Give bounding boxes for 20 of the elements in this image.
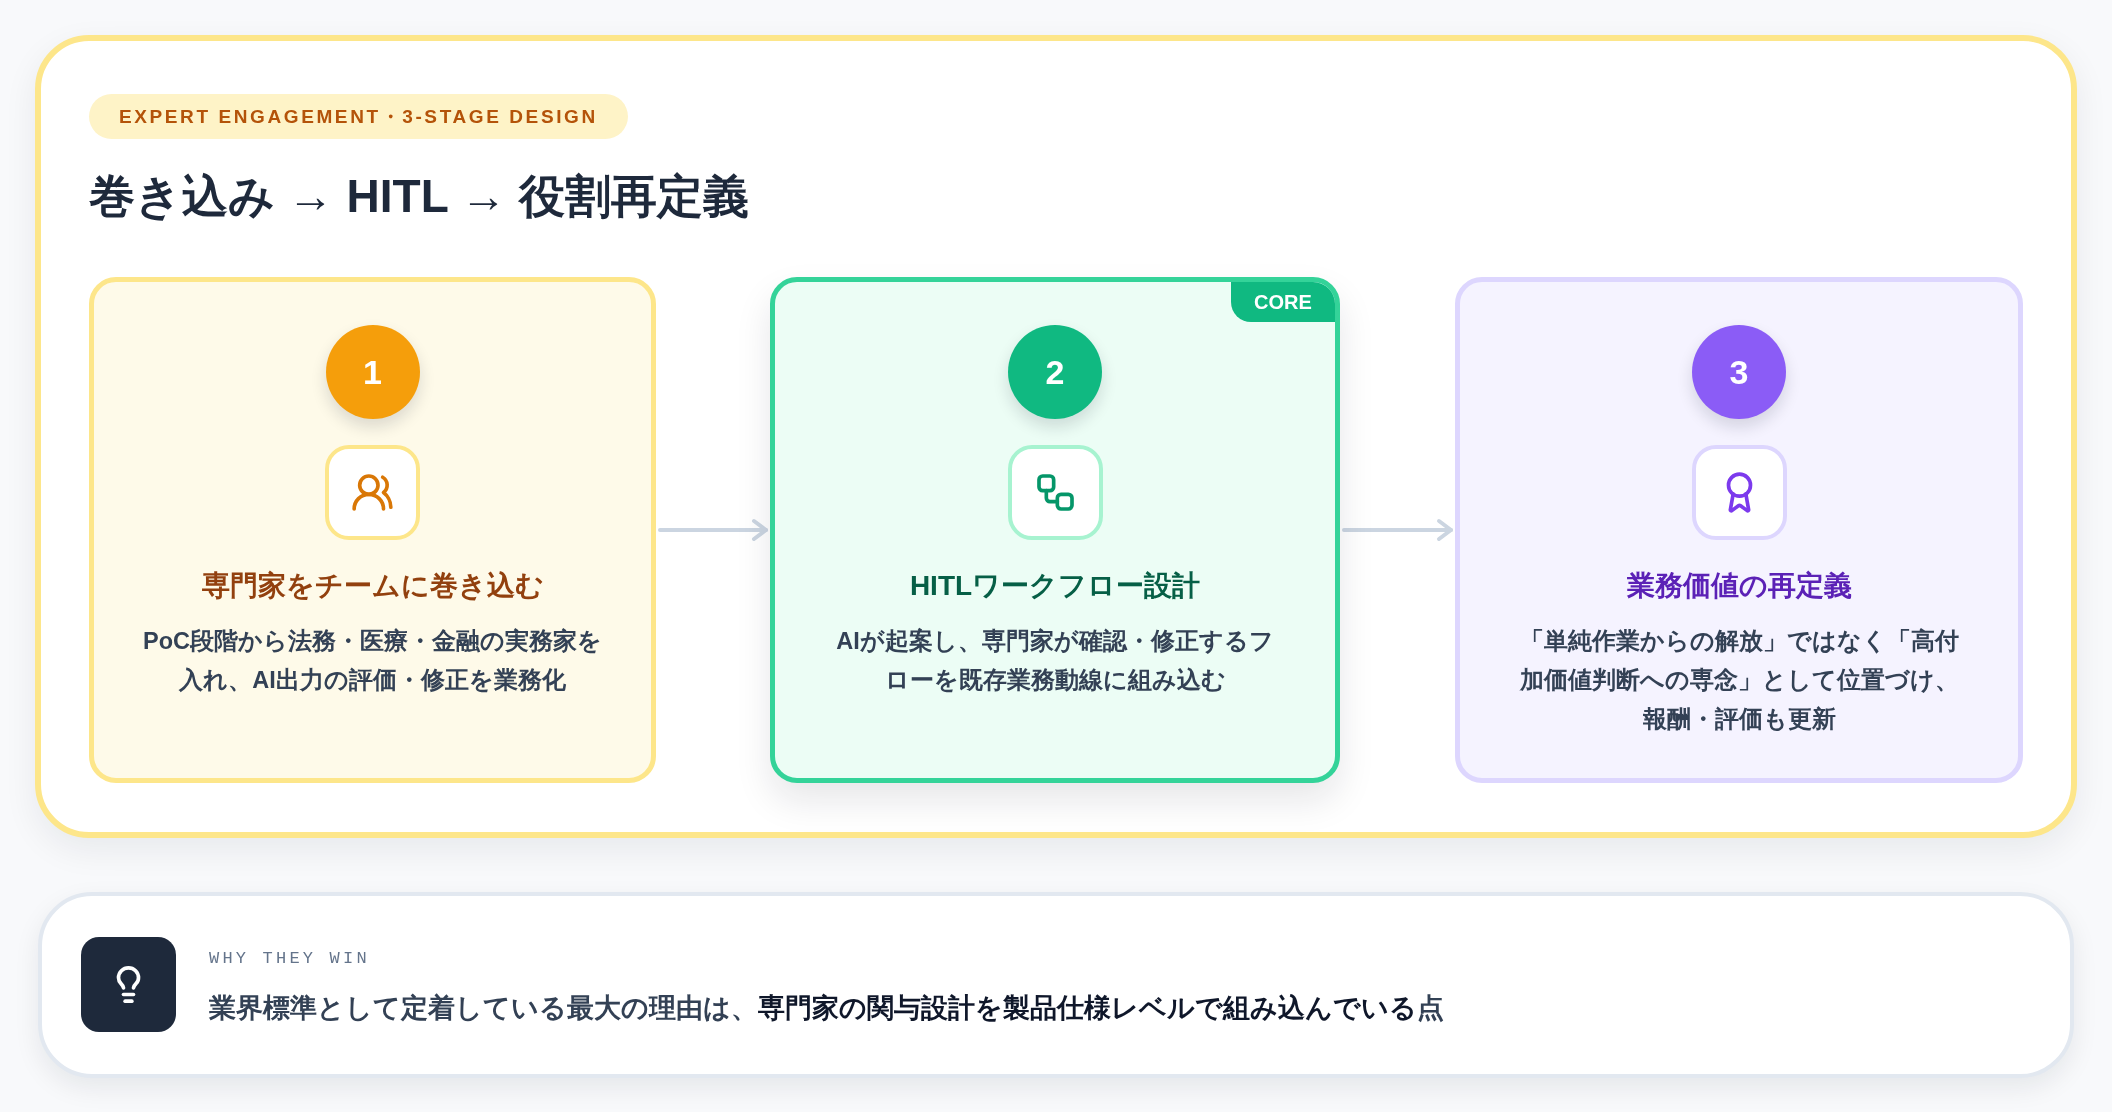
step-card <box>89 277 656 783</box>
step-description: 「単純作業からの解放」ではなく「高付加価値判断への専念」として位置づけ、報酬・評価も更新 <box>1518 627 1960 734</box>
step-description: PoC段階から法務・医療・金融の実務家を入れ、AI出力の評価・修正を業務化 <box>142 627 603 695</box>
arrow <box>658 519 768 541</box>
title: 巻き込み → HITL → 役割再定義 <box>89 169 750 224</box>
step-heading: 業務価値の再定義 <box>1626 569 1852 603</box>
insight-panel <box>38 892 2074 1078</box>
section-label: WHY THEY WIN <box>209 948 370 970</box>
category-tag: EXPERT ENGAGEMENT・3-STAGE DESIGN <box>89 94 628 139</box>
step-heading: HITLワークフロー設計 <box>909 569 1201 603</box>
step-card <box>770 277 1340 783</box>
step-card <box>1455 277 2023 783</box>
arrow <box>1342 519 1453 541</box>
insight-text: 業界標準として定着している最大の理由は、専門家の関与設計を製品仕様レベルで組み込んでいる点 <box>209 992 1444 1025</box>
step-number-circle: 1 <box>325 325 420 419</box>
step-heading: 専門家をチームに巻き込む <box>201 569 544 603</box>
step-number-circle: 2 <box>1008 325 1102 419</box>
step-number-circle: 3 <box>1692 325 1786 419</box>
step-description: AIが起案し、専門家が確認・修正するフローを既存業務動線に組み込む <box>835 627 1275 695</box>
corner-badge: CORE <box>1231 282 1335 322</box>
